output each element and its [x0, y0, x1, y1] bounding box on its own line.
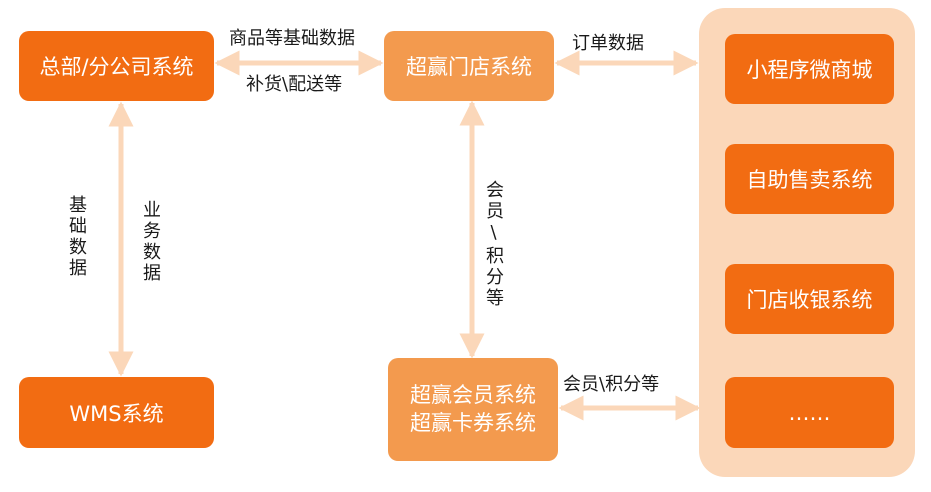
more-channels-label: ……: [788, 400, 831, 425]
edge-label-hq-store-top: 商品等基础数据: [229, 28, 355, 49]
wms-system-box: WMS系统: [19, 377, 214, 448]
store-system-box: 超赢门店系统: [384, 31, 554, 101]
wms-system-label: WMS系统: [69, 401, 164, 426]
member-system-box: 超赢会员系统 超赢卡券系统: [388, 358, 558, 461]
pos-system-box: 门店收银系统: [725, 264, 894, 334]
edge-label-hq-store-bottom: 补货\配送等: [246, 74, 343, 95]
self-service-label: 自助售卖系统: [746, 168, 873, 192]
more-channels-box: ……: [725, 377, 894, 448]
edge-label-hq-wms-left: 基础数据: [66, 195, 87, 279]
edge-label-store-channels: 订单数据: [572, 33, 644, 54]
edge-label-store-member: 会员\积分等: [483, 180, 504, 309]
hq-system-label: 总部/分公司系统: [39, 55, 194, 79]
mini-program-label: 小程序微商城: [746, 58, 873, 82]
mini-program-box: 小程序微商城: [725, 34, 894, 104]
edge-label-hq-wms-right: 业务数据: [140, 200, 161, 284]
pos-system-label: 门店收银系统: [746, 288, 873, 312]
self-service-box: 自助售卖系统: [725, 144, 894, 214]
member-system-label: 超赢会员系统: [410, 383, 536, 408]
edge-label-member-channels: 会员\积分等: [563, 374, 660, 395]
store-system-label: 超赢门店系统: [406, 55, 532, 79]
hq-system-box: 总部/分公司系统: [19, 31, 214, 101]
coupon-system-label: 超赢卡券系统: [410, 410, 536, 435]
